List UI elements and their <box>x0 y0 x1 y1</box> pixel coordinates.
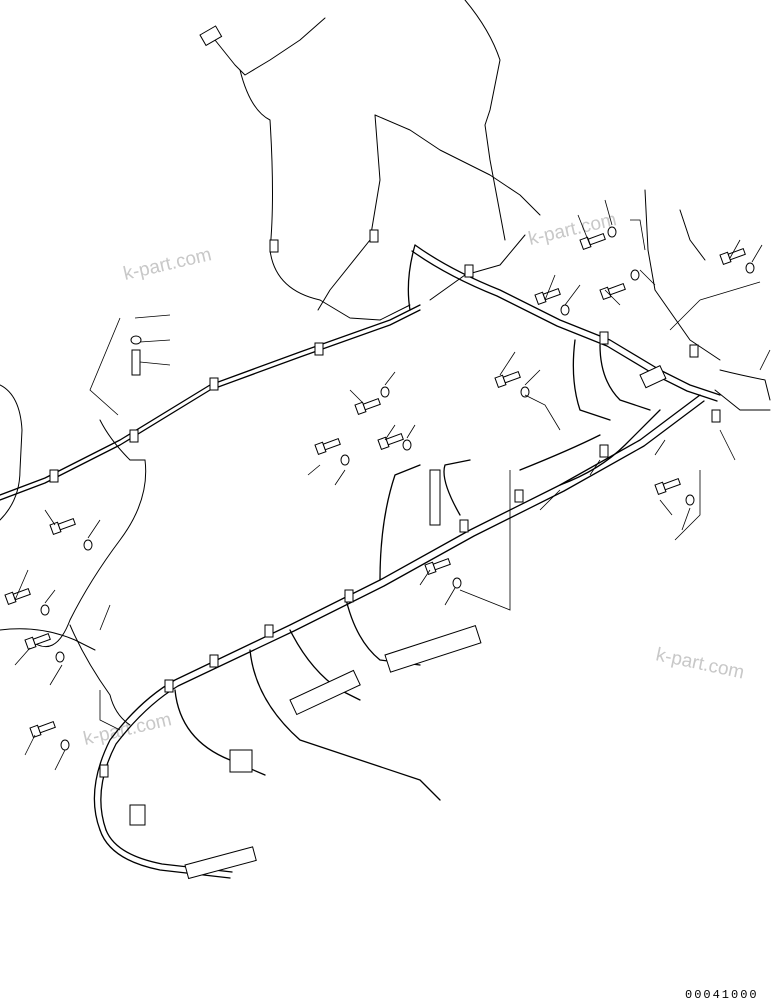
bolts-and-washers <box>4 226 755 751</box>
left-harness-branches <box>0 384 147 726</box>
leader-lines <box>14 199 771 771</box>
connector-group <box>129 25 667 880</box>
main-harness <box>0 304 705 879</box>
watermark-3: k-part.com <box>654 644 746 683</box>
watermark-1: k-part.com <box>121 244 213 285</box>
drawing-code: 00041000 <box>685 988 759 1002</box>
harness-clips <box>49 229 721 778</box>
upper-harness <box>214 0 771 421</box>
